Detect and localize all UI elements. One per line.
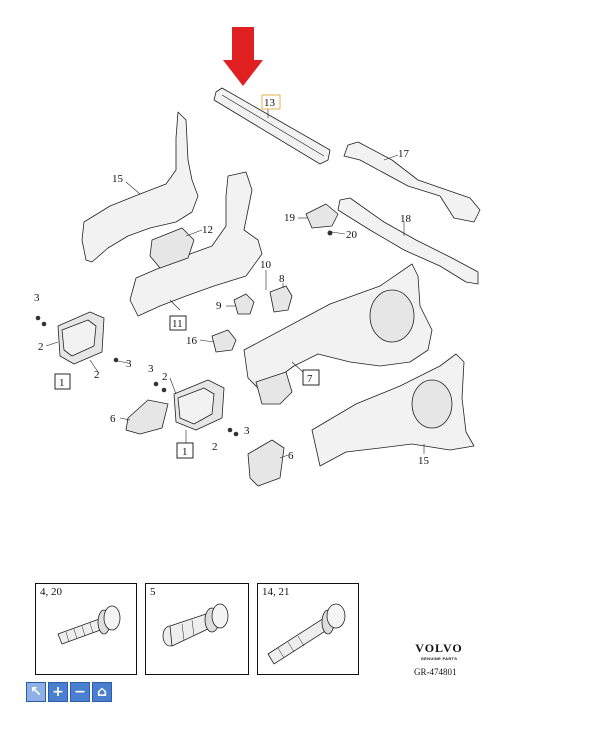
part-7-main-rail[interactable] xyxy=(243,263,433,391)
part-9-bracket[interactable] xyxy=(233,293,255,315)
part-6-left-plate[interactable] xyxy=(125,399,169,435)
pointer-icon: ↖ xyxy=(30,684,42,700)
callout-3[interactable]: 3 xyxy=(126,358,132,370)
callout-13-highlight xyxy=(261,94,281,110)
boxed-callouts: 11 1 7 1 xyxy=(54,315,320,459)
callout-15[interactable]: 15 xyxy=(112,173,124,185)
callout-3[interactable]: 3 xyxy=(148,363,154,375)
part-1-lower-bracket[interactable] xyxy=(173,379,225,431)
part-pillar-structure[interactable] xyxy=(129,171,263,317)
bolt-long-icon xyxy=(267,603,346,665)
callout-12[interactable]: 12 xyxy=(202,224,213,236)
part-8-bracket[interactable] xyxy=(269,285,293,313)
callout-2[interactable]: 2 xyxy=(162,371,168,383)
pointer-button[interactable]: ↖ xyxy=(26,682,46,702)
part-13-rail[interactable] xyxy=(213,87,331,165)
callout-2[interactable]: 2 xyxy=(212,441,218,453)
zoom-in-icon: + xyxy=(52,684,64,700)
part-15-upper-apron[interactable] xyxy=(81,111,199,263)
part-rail-support[interactable] xyxy=(255,371,293,405)
brand-logo: VOLVO GENUINE PARTS xyxy=(408,641,470,661)
fastener-box-5[interactable]: 5 xyxy=(145,583,249,675)
part-17-bracket[interactable] xyxy=(343,141,481,223)
callout-2[interactable]: 2 xyxy=(38,341,44,353)
brand-subtitle: GENUINE PARTS xyxy=(420,656,458,661)
leader-lines xyxy=(45,104,425,459)
home-icon: ⌂ xyxy=(96,684,108,700)
part-19-bracket[interactable] xyxy=(305,203,339,236)
callout-2[interactable]: 2 xyxy=(94,369,100,381)
fastener-box-4-20[interactable]: 4, 20 xyxy=(35,583,137,675)
callout-9[interactable]: 9 xyxy=(216,300,222,312)
brand-name: VOLVO xyxy=(415,641,463,655)
home-button[interactable]: ⌂ xyxy=(92,682,112,702)
part-15-lower-apron[interactable] xyxy=(311,353,475,467)
red-indicator-arrow-icon xyxy=(223,27,263,86)
callout-13[interactable]: 13 xyxy=(264,97,276,109)
callout-20[interactable]: 20 xyxy=(346,229,358,241)
callout-6[interactable]: 6 xyxy=(288,450,294,462)
diagram-reference: GR-474801 xyxy=(414,667,457,677)
callout-6[interactable]: 6 xyxy=(110,413,116,425)
callout-17[interactable]: 17 xyxy=(398,148,410,160)
fastener-label: 5 xyxy=(150,586,156,598)
part-6-right-plate[interactable] xyxy=(247,439,285,487)
fastener-label: 14, 21 xyxy=(262,586,290,598)
boxed-callout-1[interactable]: 1 xyxy=(59,377,65,389)
callout-10[interactable]: 10 xyxy=(260,259,272,271)
zoom-out-icon: − xyxy=(74,684,86,700)
part-callouts: 13 17 15 12 19 20 18 10 8 9 3 2 3 2 16 3… xyxy=(34,94,430,467)
bolt-icons xyxy=(35,315,239,437)
part-18-bracket[interactable] xyxy=(337,197,479,285)
callout-18[interactable]: 18 xyxy=(400,213,412,225)
callout-19[interactable]: 19 xyxy=(284,212,296,224)
boxed-callout-11[interactable]: 11 xyxy=(172,318,183,330)
fastener-box-14-21[interactable]: 14, 21 xyxy=(257,583,359,675)
boxed-callout-7[interactable]: 7 xyxy=(307,373,313,385)
navigation-toolbar: ↖ + − ⌂ xyxy=(26,682,114,702)
bolt-collar-icon xyxy=(162,603,229,647)
fastener-label: 4, 20 xyxy=(40,586,62,598)
boxed-callout-1[interactable]: 1 xyxy=(182,446,188,458)
bolt-flange-icon xyxy=(57,605,121,645)
zoom-in-button[interactable]: + xyxy=(48,682,68,702)
callout-15[interactable]: 15 xyxy=(418,455,430,467)
zoom-out-button[interactable]: − xyxy=(70,682,90,702)
callout-3[interactable]: 3 xyxy=(34,292,40,304)
part-1-left-bracket[interactable] xyxy=(57,311,105,365)
callout-3[interactable]: 3 xyxy=(244,425,250,437)
part-16-bracket[interactable] xyxy=(211,329,237,353)
callout-8[interactable]: 8 xyxy=(279,273,285,285)
callout-16[interactable]: 16 xyxy=(186,335,198,347)
